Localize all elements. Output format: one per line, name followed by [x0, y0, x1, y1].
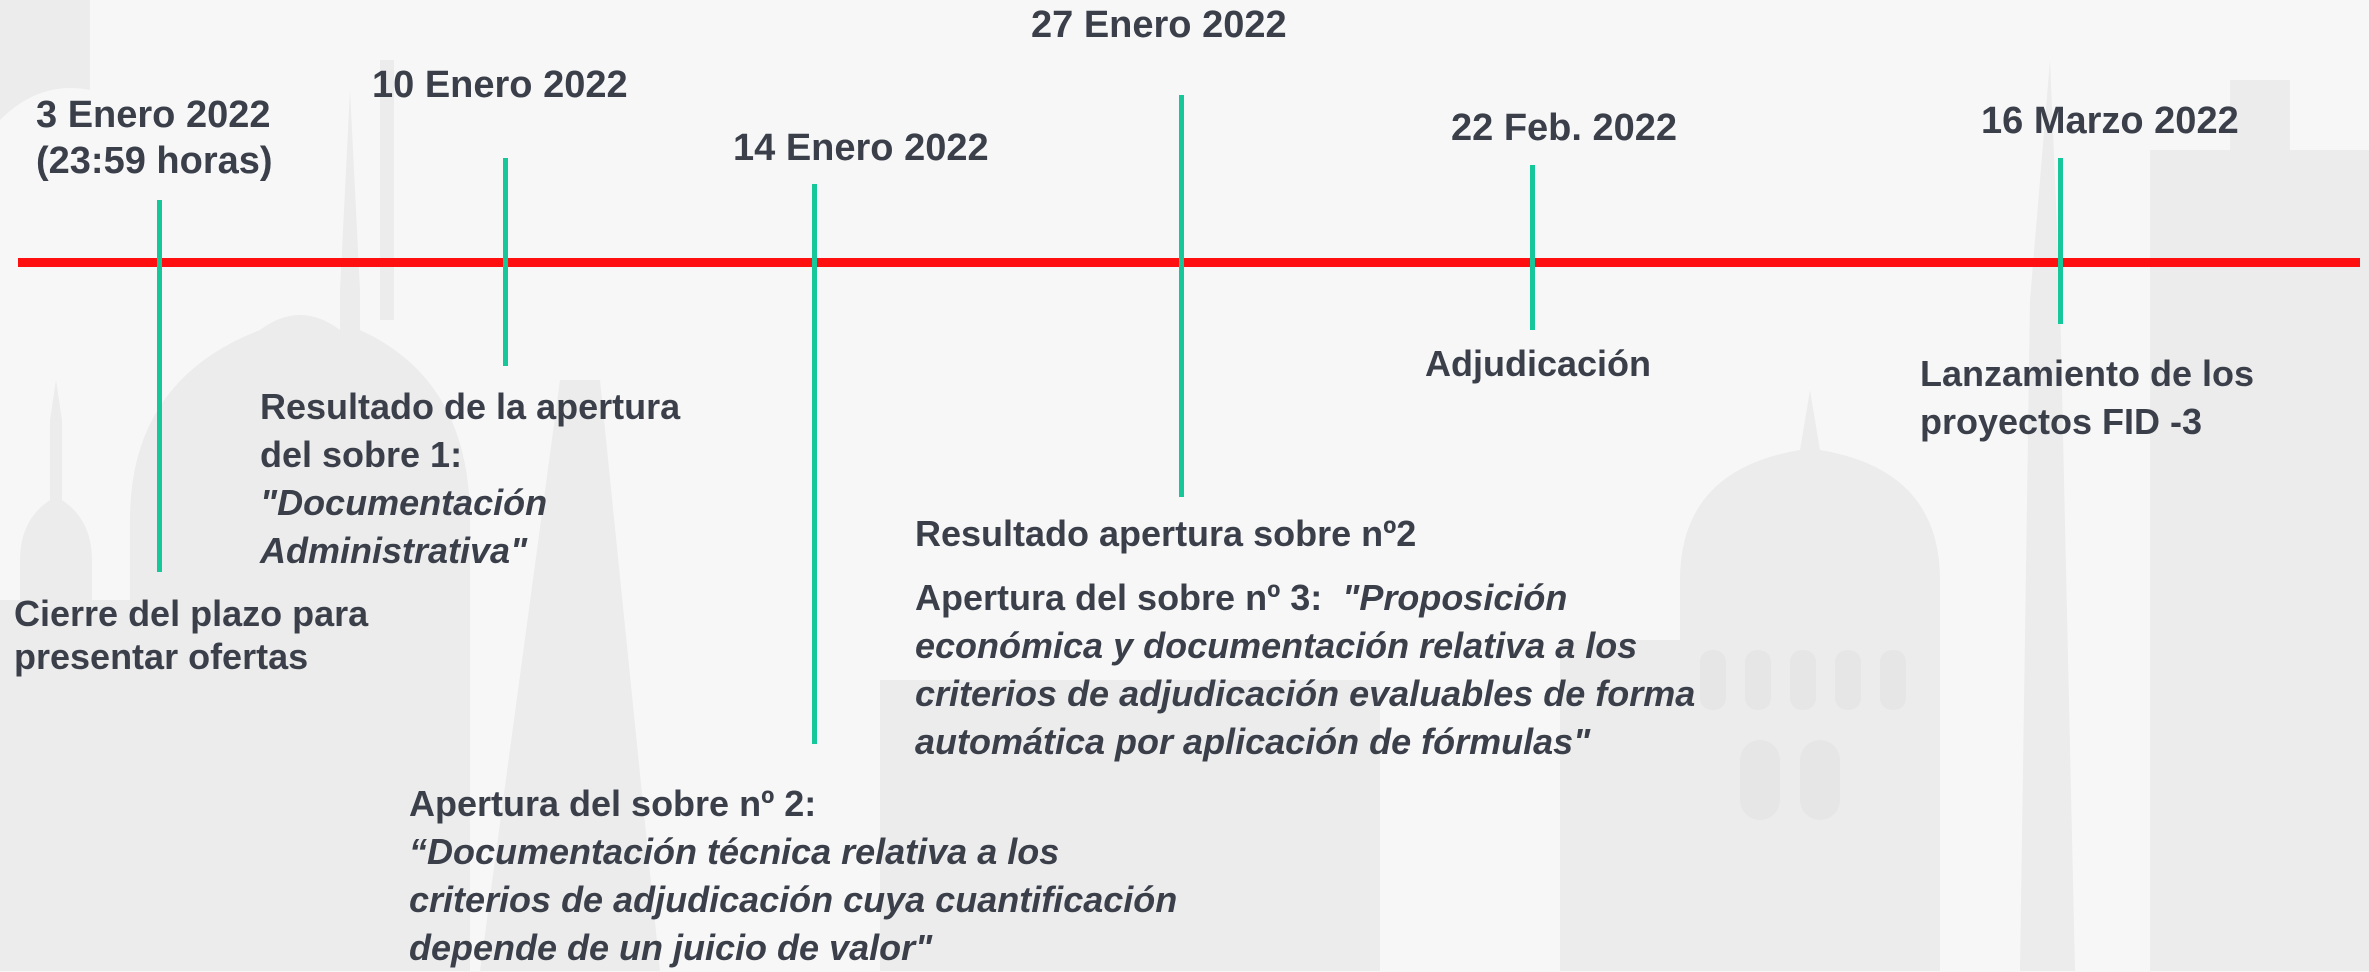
milestone-1-description: Cierre del plazo para presentar ofertas — [14, 592, 368, 678]
milestone-4-description: Resultado apertura sobre nº2 — [915, 510, 1416, 558]
milestone-4-desc-line-1: Resultado apertura sobre nº2 — [915, 513, 1417, 554]
milestone-6-date-line-1: 16 Marzo 2022 — [1981, 100, 2239, 142]
milestone-3-quote-line-2: criterios de adjudicación cuya cuantific… — [409, 879, 1178, 920]
milestone-3-tick — [812, 184, 817, 744]
milestone-3-date-line-1: 14 Enero 2022 — [733, 127, 989, 169]
milestone-6-tick — [2058, 158, 2063, 324]
timeline-axis — [18, 258, 2360, 267]
milestone-4-second-desc-prefix: Apertura del sobre nº 3: — [915, 577, 1323, 618]
milestone-2-desc-line-2: del sobre 1: — [260, 434, 463, 475]
milestone-3-quote-line-3: depende de un juicio de valor" — [409, 927, 933, 968]
milestone-1-date: 3 Enero 2022 (23:59 horas) — [36, 92, 273, 184]
milestone-4-second-quote-line-2: económica y documentación relativa a los — [915, 625, 1638, 666]
milestone-6-desc-line-1: Lanzamiento de los — [1920, 353, 2255, 394]
milestone-6-description: Lanzamiento de los proyectos FID -3 — [1920, 350, 2254, 446]
milestone-4-date-line-1: 27 Enero 2022 — [1031, 4, 1287, 46]
milestone-4-second-quote-line-1: "Proposición — [1342, 577, 1568, 618]
milestone-2-desc-line-1: Resultado de la apertura — [260, 386, 681, 427]
milestone-4-second-quote-line-4: automática por aplicación de fórmulas" — [915, 721, 1591, 762]
milestone-4-second-description: Apertura del sobre nº 3: "Proposición ec… — [915, 574, 1695, 766]
milestone-4-second-desc-line-1: Apertura del sobre nº 3: "Proposición — [915, 574, 1695, 622]
milestone-6-date: 16 Marzo 2022 — [1981, 98, 2239, 144]
milestone-2-quote-line-2: Administrativa" — [260, 530, 528, 571]
milestone-4-tick — [1179, 95, 1184, 497]
milestone-1-tick — [157, 200, 162, 572]
milestone-5-description: Adjudicación — [1425, 340, 1651, 388]
milestone-3-date: 14 Enero 2022 — [733, 125, 989, 171]
milestone-2-description: Resultado de la apertura del sobre 1: "D… — [260, 383, 680, 575]
milestone-2-quote-line-1: "Documentación — [260, 482, 548, 523]
milestone-4-date: 27 Enero 2022 — [1031, 2, 1287, 48]
milestone-5-date: 22 Feb. 2022 — [1451, 105, 1677, 151]
milestone-4-second-quote-line-3: criterios de adjudicación evaluables de … — [915, 673, 1696, 714]
milestone-1-desc-line-1: Cierre del plazo para — [14, 593, 369, 634]
milestone-3-description: Apertura del sobre nº 2: “Documentación … — [409, 780, 1177, 972]
milestone-1-desc-line-2: presentar ofertas — [14, 636, 309, 677]
milestone-5-date-line-1: 22 Feb. 2022 — [1451, 107, 1678, 149]
milestone-3-quote-line-1: “Documentación técnica relativa a los — [409, 831, 1060, 872]
milestone-2-date-line-1: 10 Enero 2022 — [372, 64, 628, 106]
milestone-1-date-line-1: 3 Enero 2022 — [36, 94, 271, 136]
milestone-2-tick — [503, 158, 508, 366]
milestone-2-date: 10 Enero 2022 — [372, 62, 628, 108]
milestone-3-desc-line-1: Apertura del sobre nº 2: — [409, 783, 817, 824]
milestone-5-tick — [1530, 165, 1535, 330]
milestone-5-desc-line-1: Adjudicación — [1425, 343, 1652, 384]
milestone-1-date-line-2: (23:59 horas) — [36, 140, 273, 182]
milestone-6-desc-line-2: proyectos FID -3 — [1920, 401, 2203, 442]
